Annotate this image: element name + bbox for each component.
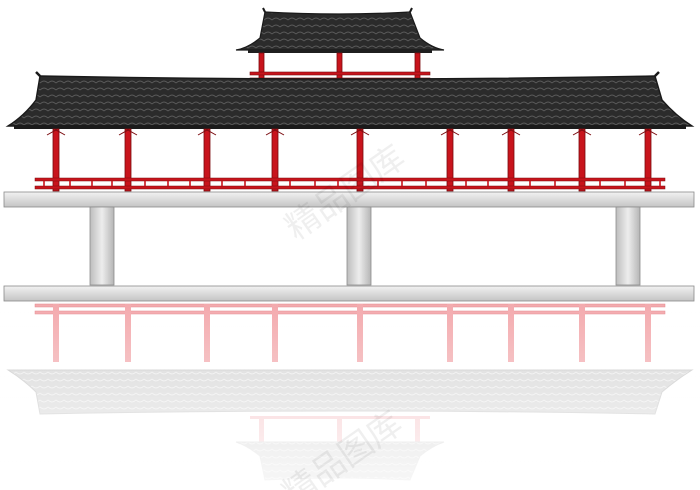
top-roof: [235, 11, 445, 51]
corridor-pillars: [52, 128, 652, 192]
water-line-deck: [3, 285, 695, 302]
top-pavilion: [235, 7, 445, 82]
bridge-piers: [89, 206, 641, 286]
water-reflection: [0, 300, 700, 490]
railing-balusters: [43, 181, 661, 186]
corridor-railing: [34, 177, 666, 190]
main-roof: [5, 71, 695, 129]
corridor-brackets: [46, 129, 658, 136]
top-pillars: [258, 52, 421, 82]
